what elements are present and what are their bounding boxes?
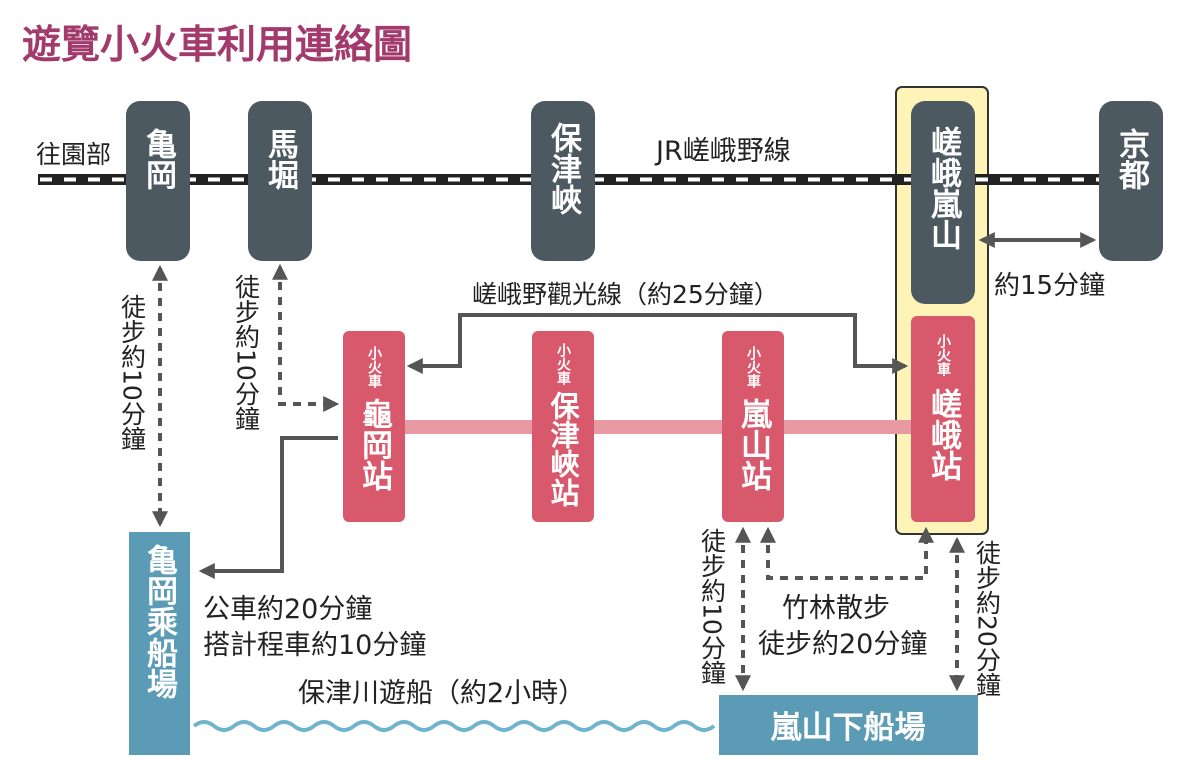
arashiyama-pier[interactable]: 嵐山下船場 xyxy=(719,695,978,755)
taxi-label: 搭計程車約10分鐘 xyxy=(203,630,426,661)
jr-station-umahori[interactable]: 馬堀 xyxy=(248,101,312,261)
hozu-river-wave xyxy=(192,720,716,732)
torokko-station-kameoka-label: 龜岡站 xyxy=(356,398,393,491)
jr-station-hozukyo[interactable]: 保津峽 xyxy=(531,101,595,261)
torokko-station-saga[interactable]: 小火車 嵯峨站 xyxy=(911,316,975,522)
torokko-station-hozukyo-label: 保津峽站 xyxy=(546,391,581,507)
kameoka-walk-label: 徒步約10分鐘 xyxy=(118,294,147,451)
jr-station-kameoka[interactable]: 亀岡 xyxy=(126,101,190,261)
jr-station-saga-arashiyama-label: 嵯峨嵐山 xyxy=(925,126,962,250)
jr-station-hozukyo-label: 保津峽 xyxy=(545,122,582,215)
kameoka-pier-label: 亀岡乘船場 xyxy=(141,544,178,699)
saga-walk-label: 徒步約20分鐘 xyxy=(973,540,1002,697)
boat-label: 保津川遊船（約2小時） xyxy=(298,678,585,709)
umahori-walk-label: 徒步約10分鐘 xyxy=(232,274,261,431)
bamboo-walk-arrow xyxy=(760,526,934,580)
torokko-track xyxy=(400,420,915,434)
umahori-walk-arrow xyxy=(272,263,340,412)
kameoka-pier[interactable]: 亀岡乘船場 xyxy=(129,532,190,755)
torokko-station-kameoka[interactable]: 小火車 龜岡站 xyxy=(343,331,405,522)
kyoto-time-label: 約15分鐘 xyxy=(994,271,1105,301)
torokko-station-arashiyama-tag: 小火車 xyxy=(745,346,761,389)
arashiyama-walk-label: 徒步約10分鐘 xyxy=(698,528,727,685)
jr-station-kyoto[interactable]: 京都 xyxy=(1099,101,1163,261)
torokko-station-hozukyo-tag: 小火車 xyxy=(555,343,571,386)
jr-station-saga-arashiyama[interactable]: 嵯峨嵐山 xyxy=(911,101,975,304)
torokko-station-kameoka-tag: 小火車 xyxy=(366,346,382,389)
torokko-route-arrow xyxy=(406,313,909,374)
to-sonobe-label: 往園部 xyxy=(36,140,111,169)
jr-track xyxy=(38,174,1158,185)
torokko-line-label: 嵯峨野觀光線（約25分鐘） xyxy=(472,280,779,309)
jr-station-umahori-label: 馬堀 xyxy=(262,128,299,191)
bamboo-walk-label: 竹林散步 xyxy=(782,593,890,624)
torokko-station-saga-label: 嵯峨站 xyxy=(925,388,962,481)
page-title: 遊覽小火車利用連絡圖 xyxy=(22,23,412,68)
torokko-station-arashiyama-label: 嵐山站 xyxy=(735,398,772,491)
jr-line-name: JR嵯峨野線 xyxy=(654,136,791,167)
torokko-station-arashiyama[interactable]: 小火車 嵐山站 xyxy=(722,331,784,522)
bus-label: 公車約20分鐘 xyxy=(203,594,372,625)
torokko-station-saga-tag: 小火車 xyxy=(935,334,951,377)
bus-transfer-arrow xyxy=(198,436,338,579)
jr-station-kyoto-label: 京都 xyxy=(1113,127,1151,190)
torokko-station-hozukyo[interactable]: 小火車 保津峽站 xyxy=(532,331,594,522)
arashiyama-pier-label: 嵐山下船場 xyxy=(771,710,926,746)
jr-station-kameoka-label: 亀岡 xyxy=(140,128,177,190)
bamboo-walk-time: 徒步約20分鐘 xyxy=(758,629,927,660)
